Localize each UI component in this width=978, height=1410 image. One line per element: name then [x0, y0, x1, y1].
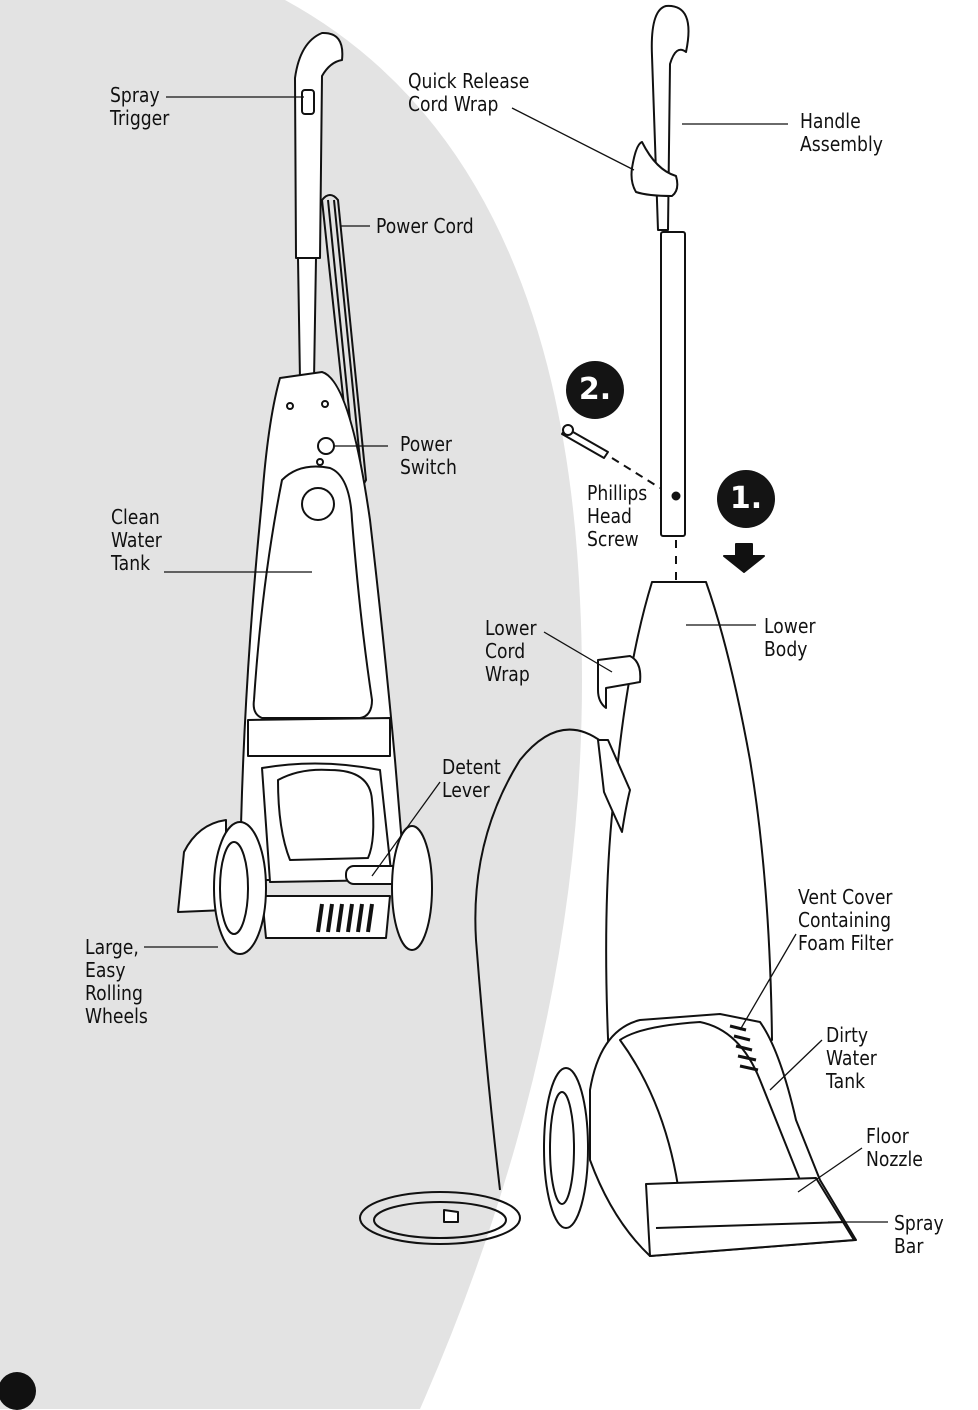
- page-marker-dot: [0, 1372, 36, 1410]
- spray-bar-part: [655, 1221, 847, 1229]
- label-large-wheels: Large, Easy Rolling Wheels: [85, 935, 148, 1028]
- clean-water-tank: [252, 465, 373, 719]
- power-switch: [317, 437, 335, 455]
- label-quick-release-cord-wrap: Quick Release Cord Wrap: [408, 69, 530, 116]
- label-power-cord: Power Cord: [376, 214, 474, 238]
- cleaner-front-view: [177, 31, 433, 955]
- floor-nozzle-part: [645, 1177, 855, 1257]
- cord-loops: [359, 1191, 521, 1245]
- label-clean-water-tank: Clean Water Tank: [111, 505, 162, 575]
- handle-tube-lower: [660, 231, 686, 537]
- label-spray-trigger: Spray Trigger: [110, 83, 170, 130]
- label-lower-cord-wrap: Lower Cord Wrap: [485, 616, 537, 686]
- label-dirty-water-tank: Dirty Water Tank: [826, 1023, 877, 1093]
- down-arrow: [723, 543, 765, 573]
- label-handle-assembly: Handle Assembly: [800, 109, 883, 156]
- handle-tube: [297, 257, 317, 381]
- power-cord-coil: [474, 728, 603, 1191]
- label-lower-body: Lower Body: [764, 614, 816, 661]
- lower-cord-wrap: [597, 655, 642, 709]
- label-power-switch: Power Switch: [400, 432, 457, 479]
- label-floor-nozzle: Floor Nozzle: [866, 1124, 923, 1171]
- leader-lines: [144, 96, 888, 1223]
- step-2-badge: 2.: [566, 361, 624, 419]
- plug: [443, 1209, 459, 1223]
- tank-cap: [301, 487, 335, 521]
- step-1-badge: 1.: [717, 470, 775, 528]
- label-detent-lever: Detent Lever: [442, 755, 501, 802]
- screw-hole: [671, 491, 681, 501]
- right-wheel: [391, 825, 433, 951]
- hose-clip: [597, 739, 631, 833]
- spray-trigger-button: [301, 89, 315, 115]
- dirty-water-tank: [619, 1021, 801, 1187]
- label-phillips-head-screw: Phillips Head Screw: [587, 481, 648, 551]
- label-vent-cover: Vent Cover Containing Foam Filter: [798, 885, 894, 955]
- quick-release-cord-wrap: [630, 141, 679, 197]
- cleaner-exploded-view: [359, 4, 857, 1257]
- label-spray-bar: Spray Bar: [894, 1211, 944, 1258]
